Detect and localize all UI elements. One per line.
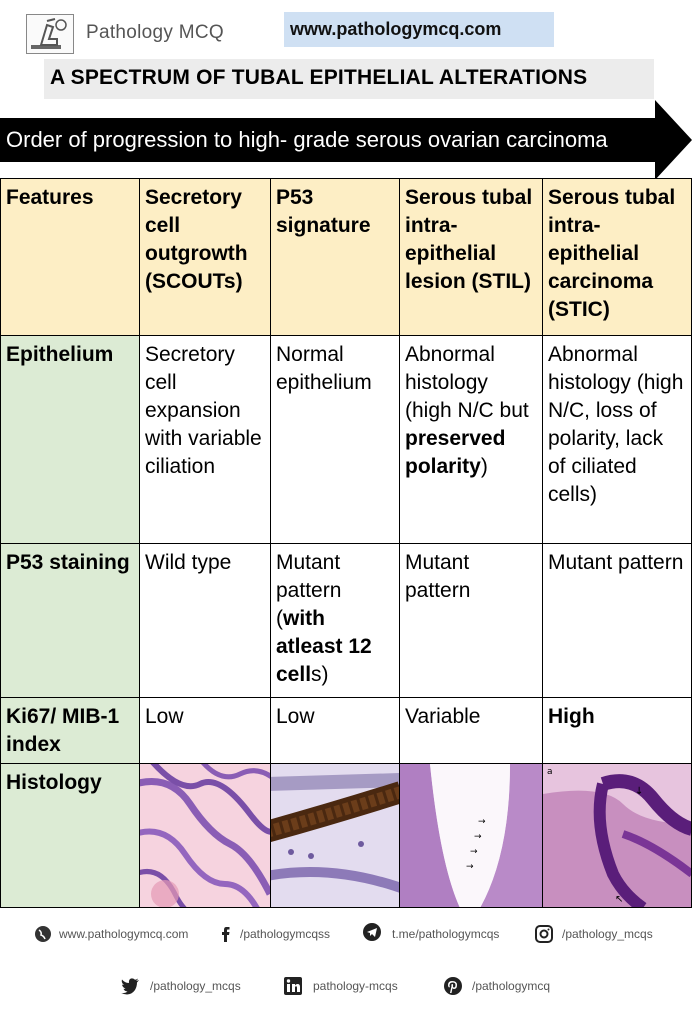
alterations-table: Features Secretory cell outgrowth (SCOUT… bbox=[0, 178, 692, 908]
row-label-p53-staining: P53 staining bbox=[1, 544, 140, 698]
svg-text:→: → bbox=[466, 862, 474, 872]
footer-linkedin-link[interactable]: pathology-mcqs bbox=[313, 979, 398, 993]
website-url-badge[interactable]: www.pathologymcq.com bbox=[284, 12, 554, 47]
instagram-icon bbox=[535, 925, 553, 943]
cell-ki67-scouts: Low bbox=[140, 698, 271, 764]
svg-text:→: → bbox=[474, 832, 482, 842]
header-stil: Serous tubal intra-epithelial lesion (ST… bbox=[400, 179, 543, 336]
page-header: Pathology MCQ www.pathologymcq.com bbox=[0, 0, 692, 58]
row-label-epithelium: Epithelium bbox=[1, 336, 140, 544]
progression-arrow bbox=[0, 100, 692, 180]
svg-text:a: a bbox=[547, 767, 553, 777]
svg-text:→: → bbox=[478, 817, 486, 827]
row-label-histology: Histology bbox=[1, 764, 140, 908]
header-scouts: Secretory cell outgrowth (SCOUTs) bbox=[140, 179, 271, 336]
histology-image-stil: → → → → bbox=[400, 764, 543, 908]
pinterest-icon bbox=[444, 977, 462, 995]
footer-instagram-link[interactable]: /pathology_mcqs bbox=[562, 927, 653, 941]
histology-image-scouts bbox=[140, 764, 271, 908]
cell-staining-p53sig: Mutant pattern (with atleast 12 cells) bbox=[271, 544, 400, 698]
cell-epithelium-stic: Abnormal histology (high N/C, loss of po… bbox=[543, 336, 692, 544]
social-footer: www.pathologymcq.com /pathologymcqss t.m… bbox=[0, 910, 692, 1024]
website-url[interactable]: www.pathologymcq.com bbox=[290, 19, 502, 39]
cell-staining-stic: Mutant pattern bbox=[543, 544, 692, 698]
table-left-border bbox=[0, 178, 2, 908]
header-features: Features bbox=[1, 179, 140, 336]
cell-epithelium-scouts: Secretory cell expansion with variable c… bbox=[140, 336, 271, 544]
telegram-icon bbox=[363, 923, 381, 941]
cell-staining-scouts: Wild type bbox=[140, 544, 271, 698]
page-title-box: A SPECTRUM OF TUBAL EPITHELIAL ALTERATIO… bbox=[44, 59, 654, 99]
footer-telegram-link[interactable]: t.me/pathologymcqs bbox=[392, 927, 500, 941]
svg-text:→: → bbox=[470, 847, 478, 857]
footer-pinterest-link[interactable]: /pathologymcq bbox=[472, 979, 551, 993]
svg-text:↓: ↓ bbox=[635, 786, 643, 797]
header-stic: Serous tubal intra-epithelial carcinoma … bbox=[543, 179, 692, 336]
page-title: A SPECTRUM OF TUBAL EPITHELIAL ALTERATIO… bbox=[50, 66, 588, 89]
cell-ki67-stil: Variable bbox=[400, 698, 543, 764]
twitter-icon bbox=[121, 978, 139, 995]
cell-ki67-p53sig: Low bbox=[271, 698, 400, 764]
histology-image-stic: a ↓ ↖ bbox=[543, 764, 692, 908]
facebook-icon bbox=[222, 927, 230, 942]
footer-website-link[interactable]: www.pathologymcq.com bbox=[59, 927, 189, 941]
header-p53-signature: P53 signature bbox=[271, 179, 400, 336]
globe-icon bbox=[35, 926, 51, 942]
brand-name: Pathology MCQ bbox=[86, 22, 225, 43]
footer-twitter-link[interactable]: /pathology_mcqs bbox=[150, 979, 241, 993]
cell-ki67-stic: High bbox=[543, 698, 692, 764]
footer-facebook-link[interactable]: /pathologymcqss bbox=[240, 927, 331, 941]
cell-staining-stil: Mutant pattern bbox=[400, 544, 543, 698]
linkedin-icon bbox=[284, 977, 302, 995]
table-top-border bbox=[0, 178, 692, 180]
progression-arrow-label: Order of progression to high- grade sero… bbox=[6, 127, 608, 152]
microscope-logo-icon bbox=[26, 14, 74, 54]
svg-text:↖: ↖ bbox=[615, 894, 623, 905]
cell-epithelium-p53sig: Normal epithelium bbox=[271, 336, 400, 544]
histology-image-p53-signature bbox=[271, 764, 400, 908]
row-label-ki67: Ki67/ MIB-1 index bbox=[1, 698, 140, 764]
cell-epithelium-stil: Abnormal histology (high N/C but preserv… bbox=[400, 336, 543, 544]
